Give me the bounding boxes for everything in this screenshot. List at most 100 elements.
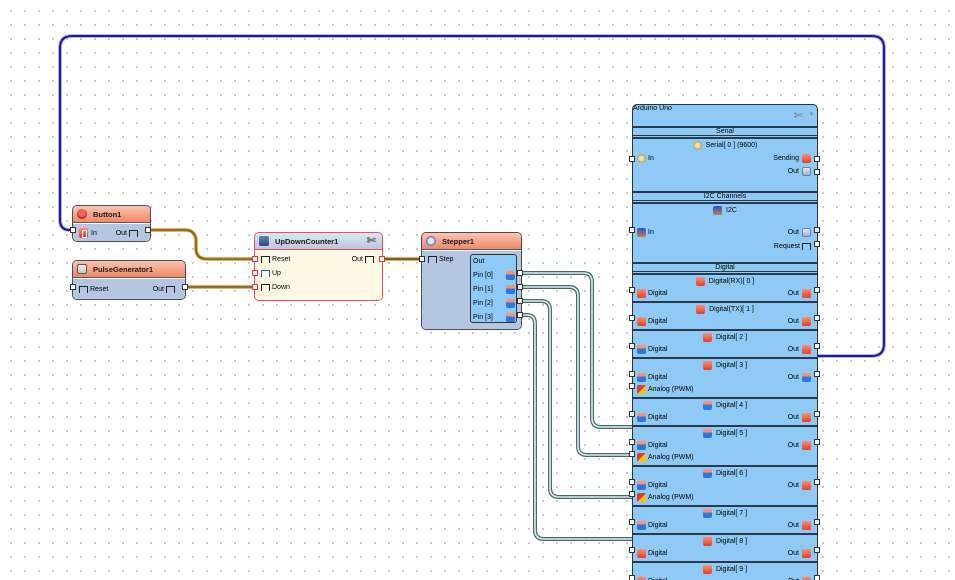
serial-in-pin[interactable] [629, 156, 635, 162]
i2c-out-pin[interactable] [814, 227, 820, 233]
stepper-out-label: Out [473, 257, 485, 265]
digital-channel-title: Digital(TX)[ 1 ] [709, 306, 754, 313]
digital-6-analog-pin[interactable] [629, 491, 635, 497]
pulse-generator-component[interactable]: PulseGenerator1 Reset Out [72, 260, 186, 300]
serial-section-title: Serial [633, 126, 817, 136]
stepper-title: Stepper1 [442, 236, 475, 246]
digital-8-out-pin[interactable] [814, 547, 820, 553]
collapse-chevron-icon[interactable]: ▾ [809, 111, 813, 118]
pulse-generator-header[interactable]: PulseGenerator1 [73, 261, 185, 278]
analog-pwm-label: Analog (PWM) [648, 493, 694, 501]
digital-5-analog-pin[interactable] [629, 451, 635, 457]
pulse-generator-out-pin[interactable] [182, 284, 188, 290]
digital-channel-title: Digital[ 3 ] [715, 362, 748, 369]
data-out-icon [802, 166, 811, 176]
button-in-pin[interactable] [70, 227, 76, 233]
stepper-pin3-label: Pin [3] [473, 313, 493, 321]
digital-9-out-pin[interactable] [814, 575, 820, 580]
digital-6-out-pin[interactable] [814, 479, 820, 485]
digital-5-out-pin[interactable] [814, 439, 820, 445]
updown-counter-component[interactable]: UpDownCounter1 ✄ Reset Up Down Out [254, 232, 383, 301]
stepper-pin0-label: Pin [0] [473, 271, 493, 279]
digital-input-icon [637, 576, 646, 580]
i2c-in-label: In [648, 228, 654, 236]
digital-out-icon [506, 284, 515, 294]
digital-0-out-pin[interactable] [814, 287, 820, 293]
counter-down-label: Down [272, 283, 290, 291]
digital-out-icon [802, 576, 811, 580]
digital-channel-icon [702, 537, 712, 546]
digital-channel-title: Digital[ 2 ] [715, 334, 748, 341]
counter-up-pin[interactable] [252, 270, 258, 276]
updown-counter-header[interactable]: UpDownCounter1 ✄ [255, 233, 382, 250]
button-header[interactable]: Button1 [73, 206, 150, 223]
digital-9-input-pin[interactable] [629, 575, 635, 580]
digital-input-icon [637, 412, 646, 422]
digital-8-input-pin[interactable] [629, 547, 635, 553]
serial-out-pin[interactable] [814, 169, 820, 175]
digital-0-input-pin[interactable] [629, 287, 635, 293]
digital-2-input-pin[interactable] [629, 343, 635, 349]
i2c-in-icon [637, 227, 646, 237]
counter-down-pin[interactable] [252, 284, 258, 290]
tools-icon[interactable]: ✄ [793, 110, 803, 122]
digital-input-label: Digital [648, 289, 668, 297]
digital-channel-icon [702, 333, 712, 342]
stepper-pin0-pin[interactable] [517, 270, 523, 276]
counter-reset-label: Reset [272, 255, 291, 263]
i2c-in-pin[interactable] [629, 227, 635, 233]
digital-input-icon [637, 288, 646, 298]
digital-input-icon [637, 480, 646, 490]
pulse-icon [365, 255, 374, 263]
digital-input-label: Digital [648, 317, 668, 325]
analog-pwm-icon [637, 384, 646, 394]
stepper-component[interactable]: Stepper1 Step Out Pin [0] Pin [1] Pin [2… [421, 232, 522, 330]
digital-3-out-pin[interactable] [814, 371, 820, 377]
stepper-pin3-pin[interactable] [517, 312, 523, 318]
digital-3-analog-pin[interactable] [629, 383, 635, 389]
digital-out-icon [506, 270, 515, 280]
digital-4-input-pin[interactable] [629, 411, 635, 417]
digital-out-icon [802, 288, 811, 298]
digital-1-out-pin[interactable] [814, 315, 820, 321]
button-out-pin[interactable] [145, 227, 151, 233]
digital-channel-icon [702, 509, 712, 518]
digital-7-input-pin[interactable] [629, 519, 635, 525]
digital-5-input-pin[interactable] [629, 439, 635, 445]
i2c-request-pin[interactable] [814, 241, 820, 247]
analog-pwm-label: Analog (PWM) [648, 385, 694, 393]
digital-6-input-pin[interactable] [629, 479, 635, 485]
digital-icon [802, 153, 811, 163]
pulse-generator-reset-label: Reset [90, 285, 109, 293]
digital-7-out-pin[interactable] [814, 519, 820, 525]
digital-channel-icon [695, 277, 705, 286]
serial-sending-pin[interactable] [814, 156, 820, 162]
stepper-step-pin[interactable] [419, 256, 425, 262]
digital-out-label: Out [787, 289, 799, 297]
stepper-pin2-pin[interactable] [517, 298, 523, 304]
arduino-uno-component[interactable]: Arduino Uno ✄ ▾ Serial Serial[ 0 ] (9600… [632, 104, 818, 580]
button-component[interactable]: Button1 In Out [72, 205, 151, 242]
counter-reset-pin[interactable] [252, 256, 258, 262]
digital-input-label: Digital [648, 549, 668, 557]
pulse-generator-reset-pin[interactable] [70, 284, 76, 290]
stepper-header[interactable]: Stepper1 [422, 233, 521, 250]
tools-icon[interactable]: ✄ [366, 235, 376, 247]
digital-out-icon [506, 298, 515, 308]
stepper-pin1-pin[interactable] [517, 284, 523, 290]
pulse-up-icon [261, 269, 270, 277]
digital-1-input-pin[interactable] [629, 315, 635, 321]
digital-channel-icon [696, 305, 706, 314]
digital-out-label: Out [787, 413, 799, 421]
digital-3-input-pin[interactable] [629, 371, 635, 377]
stepper-pin1-label: Pin [1] [473, 285, 493, 293]
counter-out-pin[interactable] [379, 256, 385, 262]
digital-4-out-pin[interactable] [814, 411, 820, 417]
digital-2-out-pin[interactable] [814, 343, 820, 349]
button-in-label: In [91, 229, 97, 237]
arduino-header[interactable]: Arduino Uno ✄ ▾ [633, 105, 817, 127]
digital-out-icon [802, 548, 811, 558]
digital-out-icon [802, 480, 811, 490]
serial-sending-label: Sending [773, 154, 799, 162]
